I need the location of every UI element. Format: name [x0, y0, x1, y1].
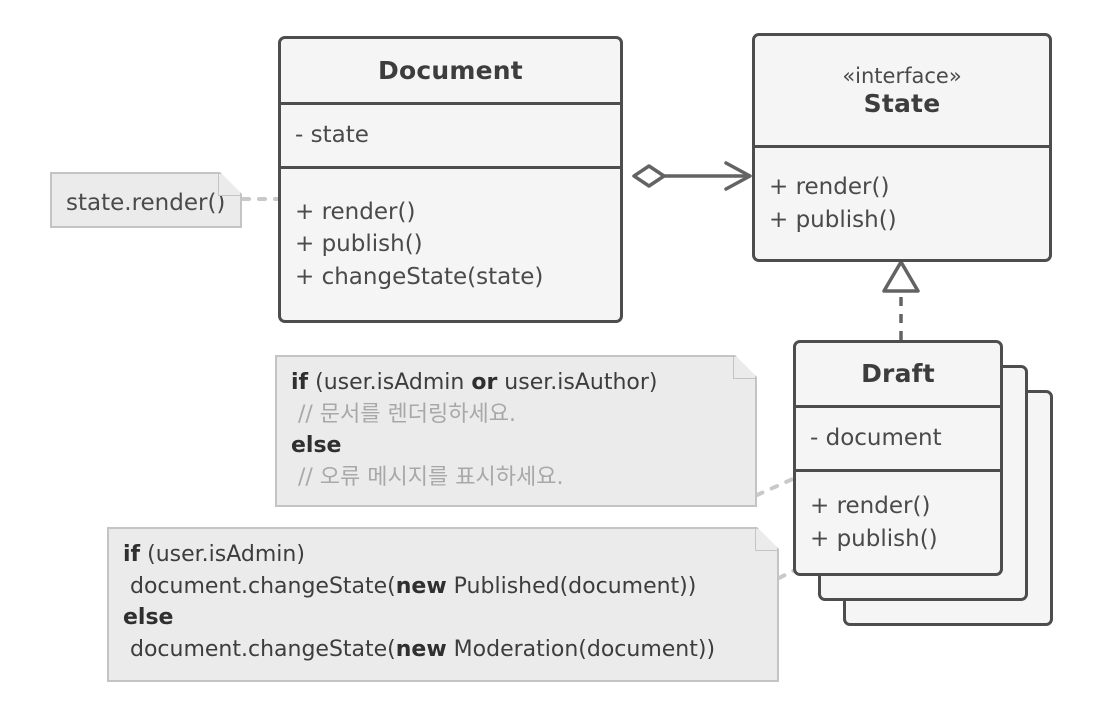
- operation-item: + publish(): [810, 525, 938, 552]
- class-name-draft: Draft: [861, 359, 935, 389]
- note-text-line: document.changeState(new Published(docum…: [123, 573, 697, 599]
- relationship-aggregation-document-state: [632, 161, 752, 191]
- class-title-compartment-draft: Draft: [796, 343, 1000, 408]
- operation-item: + publish(): [295, 231, 423, 258]
- note-text-line: if (user.isAdmin or user.isAuthor): [291, 370, 658, 395]
- class-name-state: State: [863, 88, 941, 118]
- note-text-line: state.render(): [66, 190, 226, 216]
- note-body: state.render(): [52, 174, 240, 230]
- open-arrow-marker: [724, 161, 752, 191]
- relationship-realization-draft-state: [882, 260, 920, 340]
- class-attributes-compartment-draft: - document: [796, 408, 1000, 472]
- class-box-draft[interactable]: Draft - document + render() + publish(): [793, 340, 1003, 576]
- attribute-item: - state: [295, 122, 369, 149]
- note-body: if (user.isAdmin or user.isAuthor) // 문서…: [277, 357, 755, 504]
- class-name-document: Document: [378, 55, 523, 85]
- operation-item: + render(): [769, 173, 890, 200]
- class-stereotype-state: «interface»: [842, 63, 962, 88]
- note-text-line: else: [123, 605, 174, 631]
- hollow-diamond-marker: [632, 164, 666, 188]
- class-box-state[interactable]: «interface» State + render() + publish(): [752, 33, 1052, 262]
- class-title-compartment-state: «interface» State: [755, 36, 1049, 148]
- note-text-line: if (user.isAdmin): [123, 542, 305, 567]
- note-text-line: // 문서를 렌더링하세요.: [291, 401, 516, 427]
- note-link-render-logic: [755, 476, 797, 497]
- note-anchor-dotted-line: [755, 476, 797, 497]
- note-text-line: else: [291, 433, 342, 459]
- note-state-render[interactable]: state.render(): [50, 172, 242, 228]
- note-text-line: document.changeState(new Moderation(docu…: [123, 637, 716, 663]
- operation-item: + publish(): [769, 206, 897, 233]
- note-body: if (user.isAdmin) document.changeState(n…: [109, 529, 777, 676]
- class-operations-compartment-state: + render() + publish(): [755, 148, 1049, 259]
- class-box-document[interactable]: Document - state + render() + publish() …: [278, 36, 623, 323]
- class-operations-compartment-document: + render() + publish() + changeState(sta…: [281, 169, 620, 320]
- note-render-logic[interactable]: if (user.isAdmin or user.isAuthor) // 문서…: [275, 355, 757, 507]
- operation-item: + changeState(state): [295, 263, 544, 290]
- note-publish-logic[interactable]: if (user.isAdmin) document.changeState(n…: [107, 527, 779, 682]
- operation-item: + render(): [810, 492, 931, 519]
- operation-item: + render(): [295, 198, 416, 225]
- class-attributes-compartment-document: - state: [281, 105, 620, 169]
- note-text-line: // 오류 메시지를 표시하세요.: [291, 465, 564, 491]
- attribute-item: - document: [810, 425, 942, 452]
- class-operations-compartment-draft: + render() + publish(): [796, 472, 1000, 573]
- class-title-compartment-document: Document: [281, 39, 620, 105]
- hollow-triangle-marker: [882, 260, 920, 293]
